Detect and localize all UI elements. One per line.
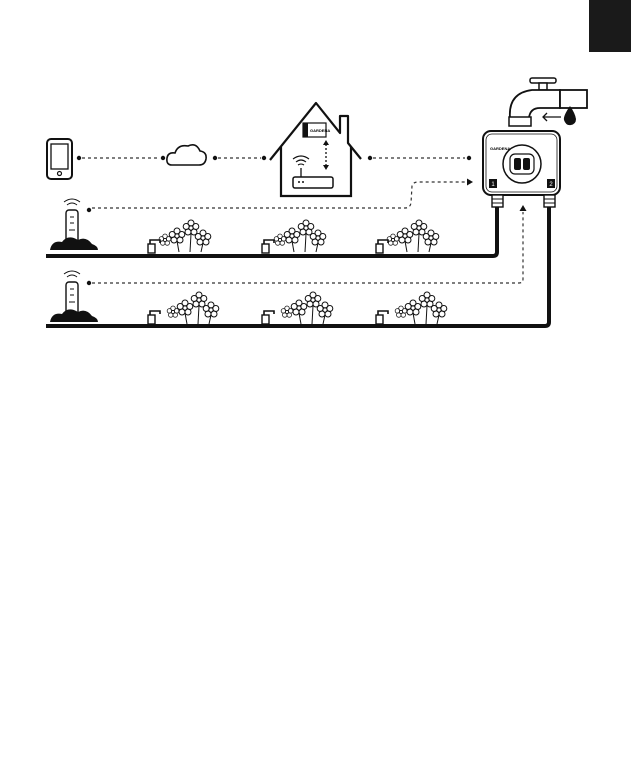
house-controller-link: [368, 156, 471, 160]
hub-router-link: [323, 140, 329, 170]
flower-icon: [274, 220, 326, 252]
sprinkler-icon: [376, 311, 388, 324]
flower-icon: [395, 292, 447, 324]
gateway-router-icon: [293, 156, 333, 188]
wall-hub-icon: GARDENA: [303, 123, 330, 137]
wall-hub-brand: GARDENA: [310, 128, 330, 133]
sprinkler-icon: [262, 311, 274, 324]
phone-cloud-link: [77, 156, 165, 160]
controller-brand: GARDENA: [490, 146, 510, 151]
water-controller: GARDENA 1 2: [483, 131, 560, 207]
flower-icon: [159, 220, 211, 252]
sprinkler-icon: [376, 240, 388, 253]
soil-moisture-sensor-icon: [50, 199, 98, 250]
flower-icon: [167, 292, 219, 324]
smartphone-icon: [47, 139, 72, 179]
sprinkler-icon: [148, 311, 160, 324]
sprinkler-icon: [148, 240, 160, 253]
cloud-house-link: [213, 156, 266, 160]
hose-line-2: [46, 207, 549, 326]
flower-icon: [281, 292, 333, 324]
cloud-icon: [167, 145, 206, 165]
arrow-left-icon: [543, 113, 561, 121]
soil-moisture-sensor-icon: [50, 271, 98, 322]
flower-icon: [387, 220, 439, 252]
sprinkler-icon: [262, 240, 274, 253]
